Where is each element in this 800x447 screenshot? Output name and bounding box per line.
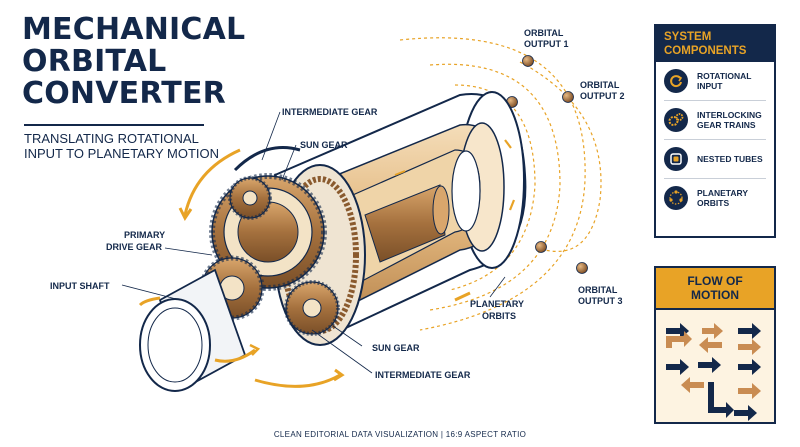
label-primary-drive-gear-1: PRIMARY <box>124 230 165 240</box>
label-sun-gear-bottom: SUN GEAR <box>372 343 420 353</box>
subtitle: TRANSLATING ROTATIONAL INPUT TO PLANETAR… <box>24 131 220 161</box>
orbit-icon <box>664 186 688 210</box>
orbital-output-3a-ball <box>535 241 547 253</box>
component-list: ROTATIONAL INPUT INTERLOCKING GEAR TRAIN… <box>656 62 774 217</box>
component-label: ROTATIONAL INPUT <box>697 71 752 91</box>
flow-arrows-icon <box>666 323 761 421</box>
system-components-panel: SYSTEM COMPONENTS ROTATIONAL INPUT INTER… <box>654 24 776 238</box>
component-nested-tubes: NESTED TUBES <box>664 140 766 179</box>
title-line-1: MECHANICAL <box>22 12 246 47</box>
input-shaft <box>139 268 261 392</box>
component-planetary-orbits: PLANETARY ORBITS <box>664 179 766 217</box>
component-label: PLANETARY ORBITS <box>697 188 748 208</box>
orbital-output-1-ball <box>522 55 534 67</box>
title-divider <box>24 124 204 126</box>
label-intermediate-gear-bottom: INTERMEDIATE GEAR <box>375 370 471 380</box>
title-line-3: CONVERTER <box>22 76 226 111</box>
orbital-output-2b-ball <box>562 91 574 103</box>
gear-train <box>199 173 340 336</box>
label-orbital-output-2b: OUTPUT 2 <box>580 91 625 101</box>
label-sun-gear-top: SUN GEAR <box>300 140 348 150</box>
component-label: INTERLOCKING GEAR TRAINS <box>697 110 762 130</box>
label-orbital-output-3b: OUTPUT 3 <box>578 296 623 306</box>
system-components-title: SYSTEM COMPONENTS <box>656 26 774 62</box>
system-components-title-2: COMPONENTS <box>664 45 747 57</box>
label-intermediate-gear-top: INTERMEDIATE GEAR <box>282 107 378 117</box>
front-flange <box>233 146 301 172</box>
component-rotational-input: ROTATIONAL INPUT <box>664 62 766 101</box>
rotation-arrows <box>138 148 471 388</box>
label-primary-drive-gear-2: DRIVE GEAR <box>106 242 163 252</box>
label-input-shaft: INPUT SHAFT <box>50 281 110 291</box>
title-line-2: ORBITAL <box>22 44 167 79</box>
label-orbital-output-2a: ORBITAL <box>580 80 620 90</box>
tubes-icon <box>664 147 688 171</box>
flow-of-motion-title: FLOW OF MOTION <box>656 268 774 310</box>
component-gear-trains: INTERLOCKING GEAR TRAINS <box>664 101 766 140</box>
orbital-output-3b-ball <box>576 262 588 274</box>
label-orbital-output-1a: ORBITAL <box>524 28 564 38</box>
gears-icon <box>664 108 688 132</box>
rotation-arrow-icon <box>664 69 688 93</box>
label-planetary-orbits-2: ORBITS <box>482 311 516 321</box>
component-label: NESTED TUBES <box>697 154 763 164</box>
footer-caption: CLEAN EDITORIAL DATA VISUALIZATION | 16:… <box>273 430 527 439</box>
leader-lines <box>121 111 506 374</box>
flow-of-motion-panel: FLOW OF MOTION <box>654 266 776 424</box>
page-title: MECHANICAL ORBITAL CONVERTER <box>22 14 272 110</box>
label-planetary-orbits-1: PLANETARY <box>470 299 524 309</box>
system-components-title-1: SYSTEM <box>664 31 712 43</box>
label-orbital-output-1b: OUTPUT 1 <box>524 39 569 49</box>
label-orbital-output-3a: ORBITAL <box>578 285 618 295</box>
